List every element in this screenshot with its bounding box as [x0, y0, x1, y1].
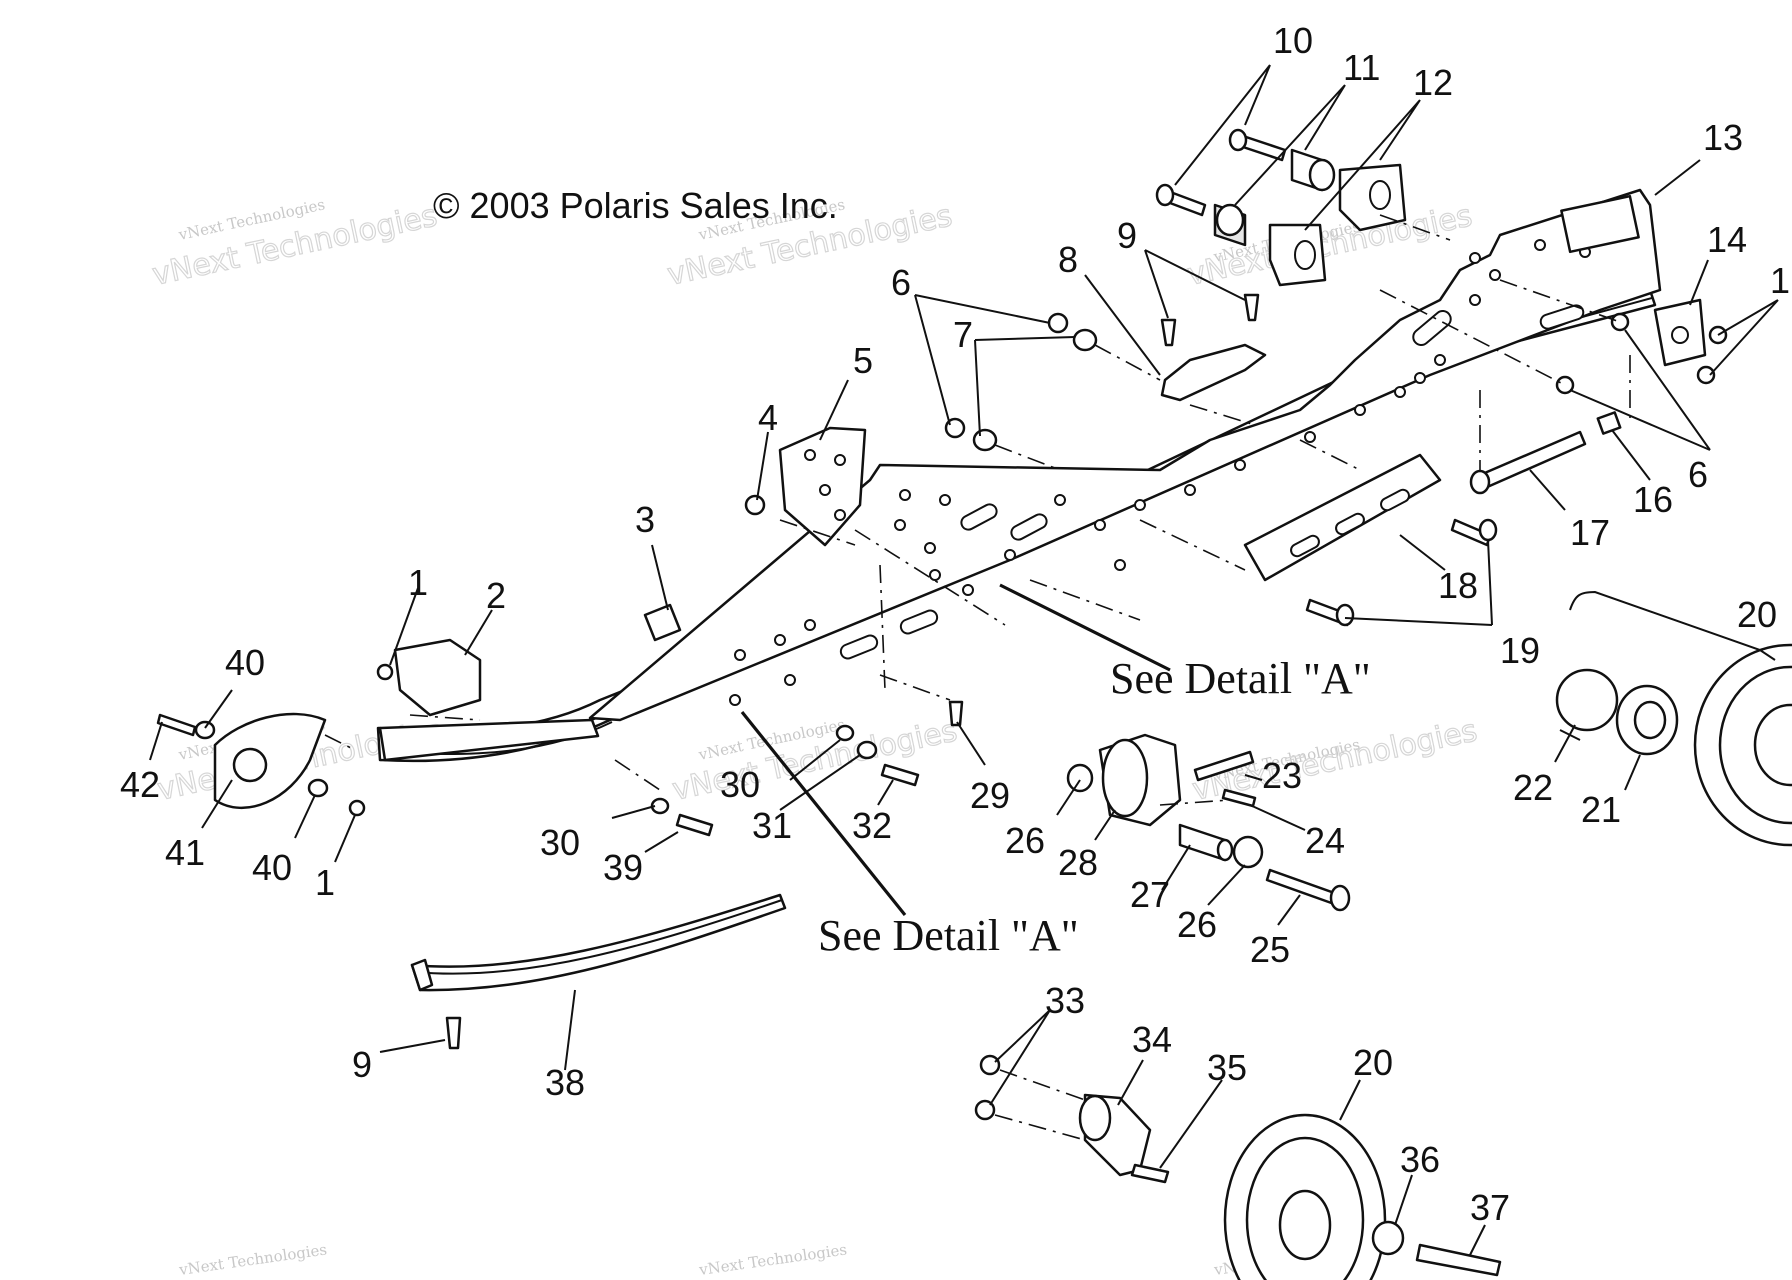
detail-a-callout: See Detail "A" [818, 911, 1079, 960]
callout-label: 24 [1305, 820, 1345, 861]
callout-label: 1 [1770, 260, 1790, 301]
callout-label: 10 [1273, 20, 1313, 61]
callout-label: 33 [1045, 980, 1085, 1021]
callout-label: 14 [1707, 219, 1747, 260]
callout-label: 30 [540, 822, 580, 863]
leader-lines [149, 64, 1779, 1256]
hardware-parts [156, 128, 1792, 1280]
callout-label: 36 [1400, 1139, 1440, 1180]
copyright-text: © 2003 Polaris Sales Inc. [433, 185, 838, 226]
callout-label: 5 [853, 340, 873, 381]
callout-label: 4 [758, 397, 778, 438]
callout-label: 29 [970, 775, 1010, 816]
callout-label: 21 [1581, 789, 1621, 830]
callout-label: 28 [1058, 842, 1098, 883]
callout-label: 20 [1353, 1042, 1393, 1083]
callout-label: 3 [635, 499, 655, 540]
slide-rail [410, 893, 787, 992]
callout-label: 40 [252, 847, 292, 888]
watermarks: vNext Technologies vNext Technologies vN… [149, 195, 1481, 1279]
callout-label: 40 [225, 642, 265, 683]
callout-label: 19 [1500, 630, 1540, 671]
callout-label: 31 [752, 805, 792, 846]
callout-label: 22 [1513, 767, 1553, 808]
callout-label: 9 [352, 1044, 372, 1085]
callout-label: 12 [1413, 62, 1453, 103]
callout-label: 6 [891, 262, 911, 303]
callout-label: 1 [315, 862, 335, 903]
callout-labels: 10 11 12 13 14 1 9 8 6 7 5 4 3 2 1 40 42… [120, 20, 1790, 1228]
callout-label: 11 [1343, 47, 1380, 88]
callout-label: 34 [1132, 1019, 1172, 1060]
callout-label: 18 [1438, 565, 1478, 606]
callout-label: 13 [1703, 117, 1743, 158]
watermark: vNext Technologies [177, 1240, 328, 1279]
callout-label: 16 [1633, 479, 1673, 520]
callout-label: 37 [1470, 1187, 1510, 1228]
callout-label: 23 [1262, 755, 1302, 796]
watermark: vNext Technologies [697, 1240, 848, 1279]
callout-label: 39 [603, 847, 643, 888]
callout-label: 35 [1207, 1047, 1247, 1088]
callout-label: 9 [1117, 215, 1137, 256]
callout-label: 8 [1058, 239, 1078, 280]
main-rail [376, 188, 1662, 763]
callout-label: 17 [1570, 512, 1610, 553]
callout-label: 1 [408, 562, 428, 603]
callout-label: 20 [1737, 594, 1777, 635]
callout-label: 38 [545, 1062, 585, 1103]
callout-label: 30 [720, 764, 760, 805]
callout-label: 32 [852, 805, 892, 846]
callout-label: 2 [486, 575, 506, 616]
callout-label: 27 [1130, 874, 1170, 915]
assembly-lines [324, 214, 1631, 1141]
callout-label: 26 [1005, 820, 1045, 861]
detail-a-callout: See Detail "A" [1110, 654, 1371, 703]
callout-label: 26 [1177, 904, 1217, 945]
callout-label: 42 [120, 764, 160, 805]
callout-label: 7 [953, 314, 973, 355]
callout-label: 41 [165, 832, 205, 873]
callout-label: 6 [1688, 454, 1708, 495]
callout-label: 25 [1250, 929, 1290, 970]
